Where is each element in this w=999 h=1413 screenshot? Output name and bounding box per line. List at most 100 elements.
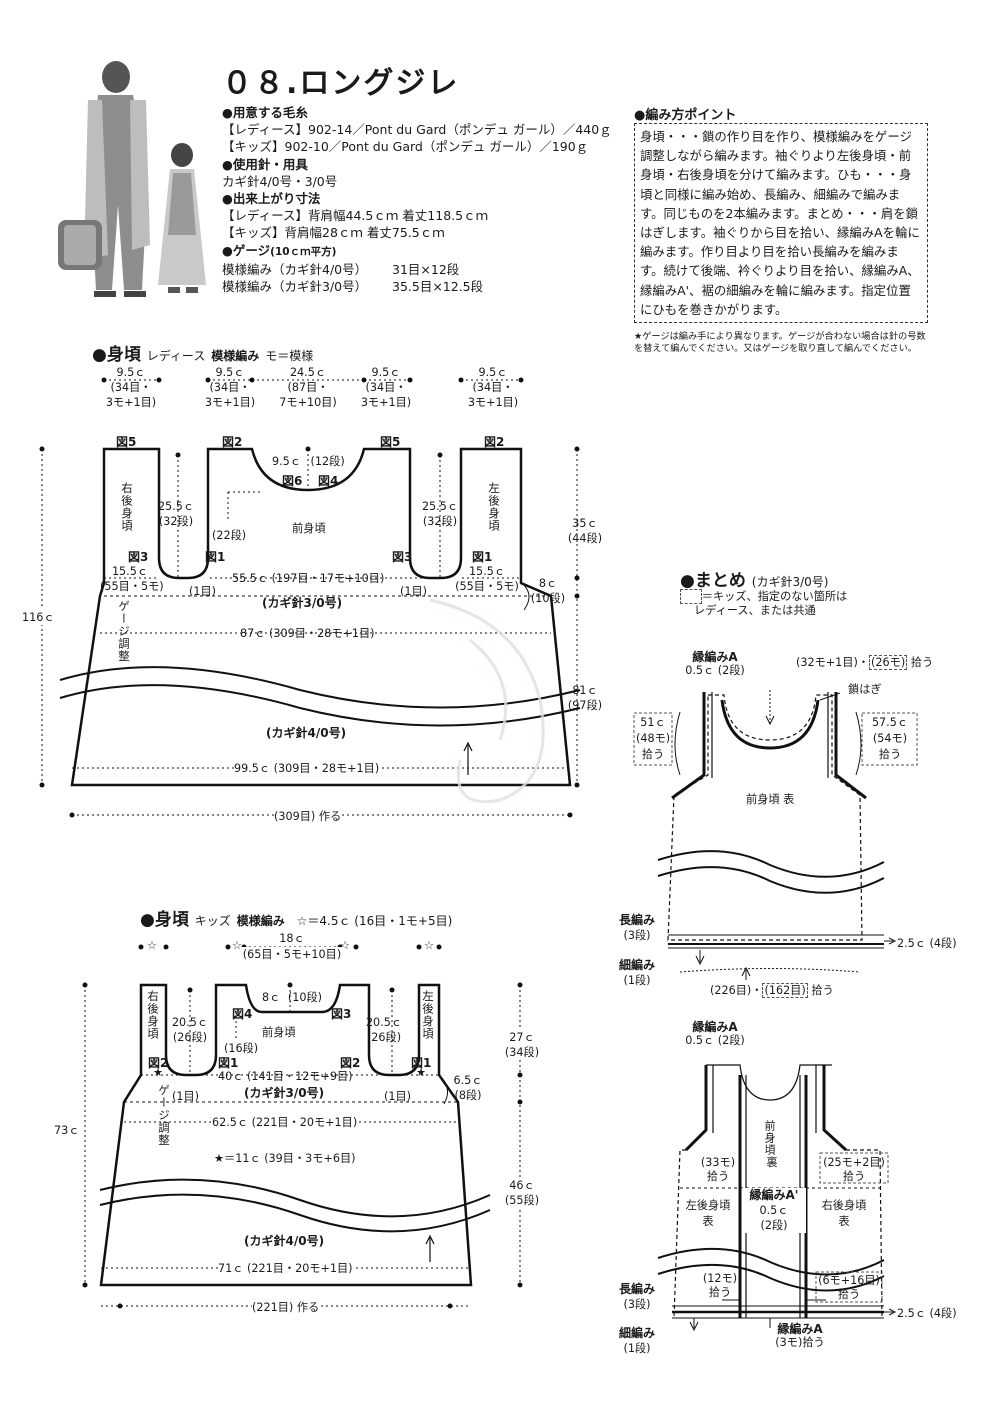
kids-width-625: 62.5ｃ (221目・20モ+1目) — [212, 1114, 358, 1130]
ladies-under-left: 15.5ｃ(55目・5モ) — [100, 565, 164, 593]
ladies-hook3: (カギ針3/0号) — [262, 596, 343, 610]
finish-neck-pick: (32モ+1目)・(26モ) 拾う — [796, 655, 934, 670]
ladies-neck-depth: 9.5ｃ (12段) — [272, 455, 345, 468]
finish-chain-join: 鎖はぎ — [848, 683, 882, 696]
ladies-hook4: (カギ針4/0号) — [266, 726, 347, 740]
kids-neck: 8ｃ (10段) — [262, 991, 323, 1004]
ladies-front-label: 前身頃 — [292, 522, 326, 535]
ladies-dim-3: 24.5ｃ(87目・7モ+10目) — [279, 366, 337, 409]
ladies-outline — [70, 447, 572, 787]
finish-right-back: 右後身頃表 — [821, 1199, 867, 1228]
needles-heading: ●使用針・用具 — [222, 156, 308, 172]
ladies-dim-2: 9.5ｃ(34目・3モ+1目) — [204, 366, 256, 409]
finish-right-6: (6モ+16目)拾う — [818, 1274, 880, 1301]
page-title: ０８.ロングジレ — [222, 66, 460, 101]
ladies-fig2-left: 図2 — [222, 435, 243, 449]
kids-left-73: 73ｃ — [54, 1124, 80, 1137]
kids-fig3: 図3 — [331, 1007, 352, 1021]
kids-black-star-left: ★ — [153, 1066, 164, 1079]
model-photo — [38, 55, 218, 305]
finish-sc2: 細編み(1段) — [618, 1326, 655, 1355]
ladies-gauge-adjust: ゲージ調整 — [117, 600, 131, 663]
ladies-right-back-label: 右後身頃 — [120, 482, 134, 532]
kids-cast-on: (221目) 作る — [252, 1299, 320, 1315]
kids-fig2-right: 図2 — [340, 1056, 361, 1070]
ladies-body-diagram — [39, 377, 581, 818]
ladies-width-87: 87ｃ (309目・28モ+1目) — [240, 627, 375, 640]
ladies-section-title: ●身頃 レディース 模様編み モ＝模様 — [92, 345, 314, 365]
kids-black-star-note: ★＝11ｃ (39目・3モ+6目) — [214, 1152, 356, 1165]
finish-diagram-back — [657, 1064, 897, 1332]
kids-hook4: (カギ針4/0号) — [244, 1234, 325, 1248]
legend-dashbox-icon — [680, 589, 702, 604]
ladies-fig6: 図6 — [282, 474, 303, 488]
ladies-dim-5: 9.5ｃ(34目・3モ+1目) — [467, 366, 519, 409]
kids-fig1-left: 図1 — [218, 1056, 239, 1070]
finish-dc2: 長編み(3段) — [618, 1282, 655, 1311]
finish-diagram-front — [633, 690, 918, 980]
kids-right-65: 6.5ｃ(8段) — [453, 1074, 483, 1102]
finish-bottom-pick: (226目)・(162目) 拾う — [710, 983, 834, 998]
ladies-armhole-left: 25.5ｃ(32段) — [157, 500, 195, 528]
ladies-fig1-right: 図1 — [472, 550, 493, 564]
ladies-rows-22: (22段) — [212, 529, 247, 542]
gauge-row-2: 模様編み（カギ針3/0号）35.5目×12.5段 — [222, 279, 484, 295]
ladies-dim-1: 9.5ｃ(34目・3モ+1目) — [105, 366, 157, 409]
gauge-heading: ●ゲージ(10ｃｍ平方) — [222, 242, 337, 258]
finish-left-12: (12モ)拾う — [702, 1272, 738, 1299]
kids-one-left: (1目) — [172, 1090, 200, 1103]
yarn-ladies: 【レディース】902-14／Pont du Gard（ポンデュ ガール）／440… — [222, 122, 612, 138]
finish-section-title: ●まとめ (カギ針3/0号) — [680, 571, 829, 591]
ladies-right-35: 35ｃ(44段) — [567, 517, 603, 545]
finish-edgeA-prime: 縁編みA'0.5ｃ(2段) — [742, 1188, 806, 1233]
points-box: 身頃・・・鎖の作り目を作り、模様編みをゲージ調整しながら編みます。袖ぐりより左後… — [634, 123, 928, 324]
size-heading: ●出来上がり寸法 — [222, 191, 321, 207]
ladies-one-left: (1目) — [189, 585, 217, 598]
kids-width-40: 40ｃ (141目・12モ+9目) — [218, 1070, 353, 1083]
finish-hem2: 2.5ｃ (4段) — [897, 1307, 957, 1320]
kids-black-star-right: ★ — [416, 1066, 427, 1079]
kids-gauge-adjust: ゲージ調整 — [157, 1084, 171, 1147]
kids-rows-16: (16段) — [224, 1042, 259, 1055]
materials-block: ●用意する毛糸 【レディース】902-14／Pont du Gard（ポンデュ … — [222, 104, 612, 295]
ladies-width-995: 99.5ｃ (309目・28モ+1目) — [234, 760, 380, 776]
watermark-logo — [429, 598, 545, 804]
ladies-armhole-right: 25.5ｃ(32段) — [421, 500, 459, 528]
kids-right-27: 27ｃ(34段) — [502, 1030, 542, 1060]
kids-star-2: ☆ — [232, 939, 243, 952]
finish-right-25: (25モ+2目)拾う — [823, 1156, 885, 1183]
kids-hook3: (カギ針3/0号) — [244, 1086, 325, 1100]
kids-fig1-right: 図1 — [411, 1056, 432, 1070]
ladies-mid-width: 55.5ｃ (197目・17モ+10目) — [232, 572, 385, 585]
finish-edgeA-bottom: 縁編みA(3モ)拾う — [775, 1322, 825, 1349]
yarn-heading: ●用意する毛糸 — [222, 105, 308, 120]
gauge-note: ★ゲージは編み手により異なります。ゲージが合わない場合は針の号数を替えて編んでく… — [634, 331, 926, 354]
finish-sc-label: 細編み(1段) — [618, 958, 655, 987]
kids-right-back-label: 右後身頃 — [146, 990, 160, 1040]
ladies-one-right: (1目) — [400, 585, 428, 598]
kids-fig4: 図4 — [232, 1007, 253, 1021]
finish-right-pick: 57.5ｃ(54モ)拾う — [871, 716, 909, 761]
finish-left-33: (33モ)拾う — [700, 1156, 736, 1183]
kids-left-back-label: 左後身頃 — [421, 990, 435, 1040]
finish-left-pick: 51ｃ(48モ)拾う — [636, 716, 671, 761]
finish-dc-label: 長編み(3段) — [618, 913, 655, 942]
kids-width-71: 71ｃ (221目・20モ+1目) — [218, 1260, 353, 1276]
kids-armhole-right: 20.5ｃ(26段) — [365, 1016, 403, 1044]
ladies-right-81: 81ｃ(97段) — [567, 684, 603, 712]
kids-outline — [99, 983, 473, 1287]
size-kids: 【キッズ】背肩幅28ｃｍ 着丈75.5ｃｍ — [222, 225, 445, 241]
ladies-left-back-label: 左後身頃 — [487, 482, 501, 532]
kids-star-3: ☆ — [340, 939, 351, 952]
kids-one-right: (1目) — [384, 1090, 412, 1103]
ladies-fig3-right: 図3 — [392, 550, 413, 564]
ladies-left-116: 116ｃ — [22, 609, 55, 625]
ladies-fig3-left: 図3 — [128, 550, 149, 564]
finish-hem-dim: 2.5ｃ (4段) — [897, 937, 957, 950]
ladies-under-right: 15.5ｃ(55目・5モ) — [455, 565, 519, 593]
needles-value: カギ針4/0号・3/0号 — [222, 173, 338, 189]
ladies-fig1-left: 図1 — [205, 550, 226, 564]
finish-front-back: 前身頃裏 — [763, 1120, 778, 1169]
